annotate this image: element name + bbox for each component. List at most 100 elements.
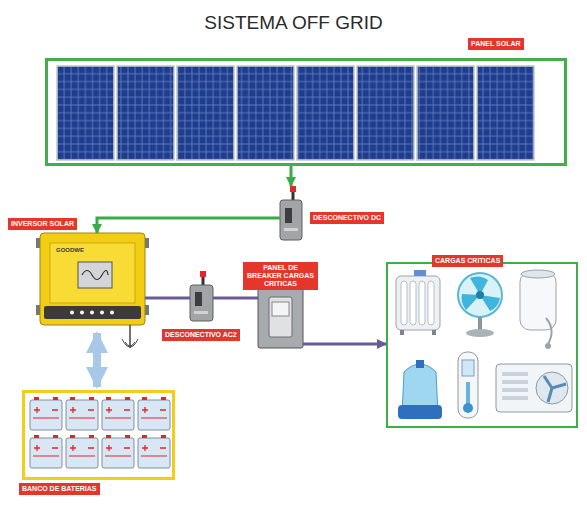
battery-terminal [161, 435, 166, 438]
solar-module [57, 66, 114, 160]
battery-terminal [161, 397, 166, 400]
component-label: PANEL SOLAR [468, 38, 524, 50]
brand-label: GOODWE [56, 247, 84, 254]
inverter-symbol-part [50, 243, 135, 303]
inverter-symbol-part [122, 339, 138, 347]
critical-loads-box: CARGAS CRITICAS [386, 262, 578, 428]
dc-disconnect-symbol-part [280, 200, 302, 240]
breaker-panel-symbol [258, 288, 303, 348]
solar-modules [57, 66, 534, 160]
ac-disconnect-symbol-part [200, 271, 206, 277]
inverter-symbol-part [80, 311, 84, 315]
solar-module [297, 66, 354, 160]
connector-purple [303, 343, 386, 346]
connector-purple [145, 297, 190, 300]
battery-sign [142, 445, 166, 451]
solar-module [477, 66, 534, 160]
connector-blue [93, 333, 101, 387]
appliance-heater-part [410, 281, 416, 325]
ac-disconnect: DESCONECTIVO AC2 [190, 285, 213, 321]
connector-green [97, 218, 280, 233]
battery-cell [66, 438, 98, 468]
battery-band [105, 418, 131, 419]
appliance-thermometer-part [466, 382, 470, 404]
battery-cell [30, 400, 62, 430]
battery-terminal [34, 397, 39, 400]
battery-terminal [106, 397, 111, 400]
inverter-symbol-part [78, 262, 112, 288]
dc-disconnect: DESCONECTIVO DC [280, 200, 302, 240]
appliance-fan-part [462, 276, 501, 311]
appliance-water-heater [520, 270, 556, 349]
battery-band [141, 456, 167, 457]
appliance-air-conditioner-part [502, 380, 528, 384]
diagram-title: SISTEMA OFF GRID [0, 12, 587, 34]
dc-disconnect-symbol [280, 186, 302, 240]
battery-band [69, 456, 95, 457]
appliance-air-conditioner-part [502, 372, 528, 376]
appliance-thermometer [458, 352, 478, 418]
ac-disconnect-symbol-part [194, 311, 208, 314]
appliance-heater-part [396, 276, 440, 330]
battery-band [33, 418, 59, 419]
appliance-air-conditioner-part [544, 376, 566, 402]
component-label: CARGAS CRITICAS [432, 255, 503, 267]
connector-green [290, 166, 293, 186]
appliance-air-conditioner-part [502, 396, 528, 400]
appliance-fan [458, 273, 502, 337]
appliance-humidifier [398, 360, 442, 419]
appliance-heater-part [419, 281, 425, 325]
appliance-air-conditioner-part [536, 372, 568, 404]
appliance-heater-part [432, 330, 436, 335]
ac-disconnect-symbol [190, 271, 213, 321]
appliance-air-conditioner [496, 364, 572, 412]
battery-band [105, 456, 131, 457]
component-label: INVERSOR SOLAR [8, 218, 77, 230]
battery-terminal [89, 397, 94, 400]
battery-sign [70, 445, 94, 451]
battery-terminal [125, 435, 130, 438]
appliance-fan-part [466, 329, 494, 337]
battery-band [141, 418, 167, 419]
appliance-fan-part [458, 273, 502, 317]
battery-sign [106, 407, 130, 413]
appliance-fan-part [476, 291, 484, 299]
appliance-humidifier-part [416, 360, 424, 368]
battery-cell [102, 438, 134, 468]
inverter-symbol-part [90, 311, 94, 315]
battery-bank: BANCO DE BATERIAS [22, 390, 175, 480]
appliance-air-conditioner-part [502, 388, 528, 392]
appliance-water-heater-part [546, 318, 552, 344]
dc-disconnect-symbol-part [285, 208, 292, 223]
battery-sign [34, 407, 58, 413]
appliance-heater-part [401, 281, 407, 325]
appliance-thermometer-part [463, 403, 473, 413]
appliance-water-heater-part [521, 270, 555, 278]
battery-cell [66, 400, 98, 430]
battery-band [69, 418, 95, 419]
inverter-symbol [36, 233, 149, 348]
dc-disconnect-symbol-part [290, 186, 296, 192]
appliance-heater-part [428, 281, 434, 325]
battery-terminal [34, 435, 39, 438]
battery-cell [138, 438, 170, 468]
appliance-thermometer-part [458, 352, 478, 418]
breaker-panel-symbol-part [258, 288, 303, 348]
battery-terminal [142, 397, 147, 400]
battery-sign [106, 445, 130, 451]
breaker-panel: PANEL DE BREAKER CARGAS CRITICAS [258, 288, 303, 348]
battery-band [33, 456, 59, 457]
battery-terminal [125, 397, 130, 400]
inverter-symbol-part [40, 233, 145, 325]
battery-terminal [142, 435, 147, 438]
solar-module [417, 66, 474, 160]
battery-cell [138, 400, 170, 430]
battery-cell [30, 438, 62, 468]
inverter-symbol-part [82, 271, 108, 280]
solar-module [237, 66, 294, 160]
inverter-symbol-part [70, 311, 74, 315]
component-label: PANEL DE BREAKER CARGAS CRITICAS [243, 262, 318, 290]
inverter-symbol-part [44, 306, 141, 319]
